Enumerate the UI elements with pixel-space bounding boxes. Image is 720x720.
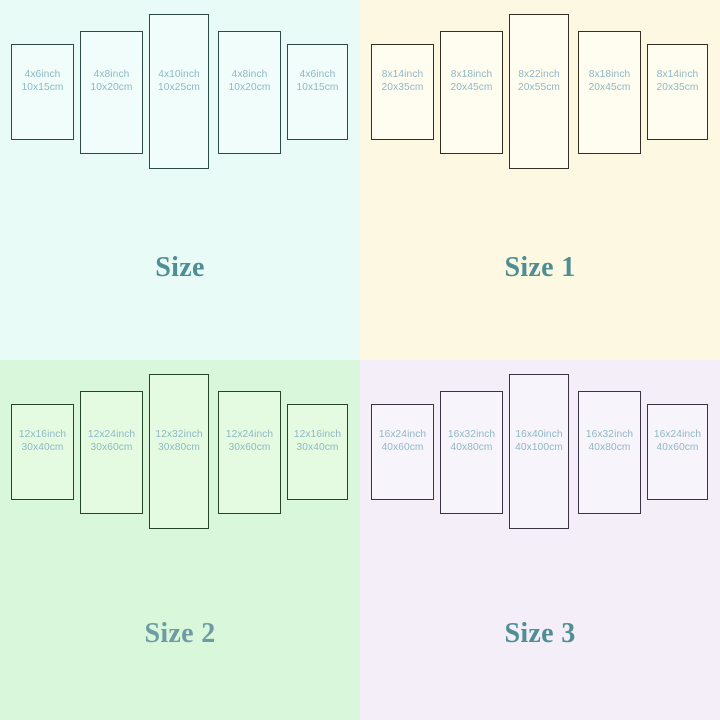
panel-size-inch: 8x18inch	[588, 69, 631, 80]
canvas-panel-1[interactable]: 4x6inch 10x15cm	[11, 44, 74, 140]
panel-size-cm: 10x15cm	[21, 82, 64, 94]
canvas-panel-3[interactable]: 12x32inch 30x80cm	[149, 374, 209, 529]
panel-size-label: 8x18inch 20x45cm	[450, 68, 492, 94]
panel-size-cm: 40x100cm	[515, 442, 563, 454]
canvas-panel-4[interactable]: 8x18inch 20x45cm	[578, 31, 641, 154]
size-variant-size-2[interactable]: 12x16inch 30x40cm 12x24inch 30x60cm 12x32inc…	[0, 360, 360, 720]
panel-size-cm: 40x80cm	[450, 442, 493, 454]
panel-size-label: 4x6inch 10x15cm	[296, 68, 338, 94]
canvas-panel-3[interactable]: 16x40inch 40x100cm	[509, 374, 569, 529]
canvas-panel-2[interactable]: 4x8inch 10x20cm	[80, 31, 143, 154]
canvas-panel-3[interactable]: 8x22inch 20x55cm	[509, 14, 569, 169]
panel-size-label: 4x8inch 10x20cm	[90, 68, 132, 94]
canvas-panel-1[interactable]: 16x24inch 40x60cm	[371, 404, 434, 500]
panel-size-label: 16x32inch 40x80cm	[448, 428, 495, 454]
panel-size-label: 12x24inch 30x60cm	[226, 428, 273, 454]
panel-group: 8x14inch 20x35cm 8x18inch 20x45cm 8x22inch 20…	[360, 0, 720, 290]
panel-size-inch: 8x18inch	[450, 69, 493, 80]
panel-size-inch: 12x24inch	[87, 429, 136, 440]
panel-size-label: 4x6inch 10x15cm	[21, 68, 63, 94]
panel-size-label: 8x14inch 20x35cm	[381, 68, 423, 94]
panel-size-label: 8x22inch 20x55cm	[518, 68, 560, 94]
panel-size-cm: 40x60cm	[381, 442, 424, 454]
panel-size-cm: 30x40cm	[21, 442, 64, 454]
canvas-panel-2[interactable]: 8x18inch 20x45cm	[440, 31, 503, 154]
panel-size-inch: 4x10inch	[158, 69, 200, 80]
panel-group: 4x6inch 10x15cm 4x8inch 10x20cm 4x10inch 10x2…	[0, 0, 360, 290]
size-variant-title: Size 1	[504, 252, 576, 283]
panel-size-cm: 20x35cm	[656, 82, 699, 94]
canvas-panel-3[interactable]: 4x10inch 10x25cm	[149, 14, 209, 169]
panel-size-inch: 12x24inch	[225, 429, 274, 440]
canvas-panel-4[interactable]: 16x32inch 40x80cm	[578, 391, 641, 514]
canvas-panel-5[interactable]: 12x16inch 30x40cm	[287, 404, 348, 500]
panel-size-label: 16x32inch 40x80cm	[586, 428, 633, 454]
size-variant-size-0[interactable]: 4x6inch 10x15cm 4x8inch 10x20cm 4x10inch 10x2…	[0, 0, 360, 360]
panel-size-label: 16x24inch 40x60cm	[654, 428, 701, 454]
panel-size-cm: 20x55cm	[517, 82, 561, 94]
panel-size-inch: 16x40inch	[515, 429, 563, 440]
canvas-panel-2[interactable]: 12x24inch 30x60cm	[80, 391, 143, 514]
size-variant-size-3[interactable]: 16x24inch 40x60cm 16x32inch 40x80cm 16x40inc…	[360, 360, 720, 720]
canvas-panel-1[interactable]: 8x14inch 20x35cm	[371, 44, 434, 140]
panel-size-cm: 30x60cm	[228, 442, 271, 454]
panel-size-cm: 30x40cm	[296, 442, 339, 454]
size-variant-title: Size 2	[144, 618, 216, 649]
panel-size-label: 16x24inch 40x60cm	[379, 428, 426, 454]
panel-size-cm: 40x80cm	[588, 442, 631, 454]
panel-size-cm: 20x45cm	[450, 82, 493, 94]
canvas-panel-4[interactable]: 12x24inch 30x60cm	[218, 391, 281, 514]
panel-size-label: 16x40inch 40x100cm	[515, 428, 563, 454]
panel-size-cm: 10x20cm	[228, 82, 271, 94]
panel-size-label: 4x8inch 10x20cm	[228, 68, 270, 94]
panel-size-inch: 12x16inch	[18, 429, 67, 440]
panel-size-inch: 8x14inch	[381, 69, 424, 80]
panel-size-cm: 40x60cm	[656, 442, 699, 454]
panel-size-label: 12x16inch 30x40cm	[294, 428, 341, 454]
size-variant-size-1[interactable]: 8x14inch 20x35cm 8x18inch 20x45cm 8x22inch 20…	[360, 0, 720, 360]
panel-size-inch: 4x6inch	[24, 69, 61, 80]
canvas-panel-5[interactable]: 16x24inch 40x60cm	[647, 404, 708, 500]
panel-size-label: 12x24inch 30x60cm	[88, 428, 135, 454]
canvas-panel-5[interactable]: 8x14inch 20x35cm	[647, 44, 708, 140]
panel-size-cm: 30x80cm	[157, 442, 201, 454]
canvas-panel-1[interactable]: 12x16inch 30x40cm	[11, 404, 74, 500]
size-variant-title: Size	[155, 252, 205, 283]
panel-size-inch: 12x32inch	[155, 429, 203, 440]
panel-group: 12x16inch 30x40cm 12x24inch 30x60cm 12x32inc…	[0, 360, 360, 650]
panel-size-cm: 20x45cm	[588, 82, 631, 94]
panel-size-cm: 30x60cm	[90, 442, 133, 454]
panel-size-inch: 16x32inch	[447, 429, 496, 440]
panel-size-label: 8x18inch 20x45cm	[588, 68, 630, 94]
panel-size-label: 12x16inch 30x40cm	[19, 428, 66, 454]
panel-size-inch: 16x24inch	[653, 429, 702, 440]
size-variant-title: Size 3	[504, 618, 576, 649]
canvas-panel-4[interactable]: 4x8inch 10x20cm	[218, 31, 281, 154]
panel-size-label: 12x32inch 30x80cm	[155, 428, 202, 454]
panel-size-cm: 10x25cm	[157, 82, 201, 94]
panel-size-inch: 8x14inch	[656, 69, 699, 80]
panel-size-inch: 4x8inch	[93, 69, 130, 80]
panel-size-label: 4x10inch 10x25cm	[158, 68, 200, 94]
canvas-panel-5[interactable]: 4x6inch 10x15cm	[287, 44, 348, 140]
panel-size-inch: 4x6inch	[299, 69, 336, 80]
panel-group: 16x24inch 40x60cm 16x32inch 40x80cm 16x40inc…	[360, 360, 720, 650]
panel-size-inch: 4x8inch	[231, 69, 268, 80]
panel-size-inch: 8x22inch	[518, 69, 560, 80]
canvas-panel-2[interactable]: 16x32inch 40x80cm	[440, 391, 503, 514]
panel-size-inch: 12x16inch	[293, 429, 342, 440]
panel-size-inch: 16x32inch	[585, 429, 634, 440]
panel-size-cm: 10x15cm	[296, 82, 339, 94]
panel-size-cm: 10x20cm	[90, 82, 133, 94]
panel-size-label: 8x14inch 20x35cm	[656, 68, 698, 94]
panel-size-cm: 20x35cm	[381, 82, 424, 94]
panel-size-inch: 16x24inch	[378, 429, 427, 440]
